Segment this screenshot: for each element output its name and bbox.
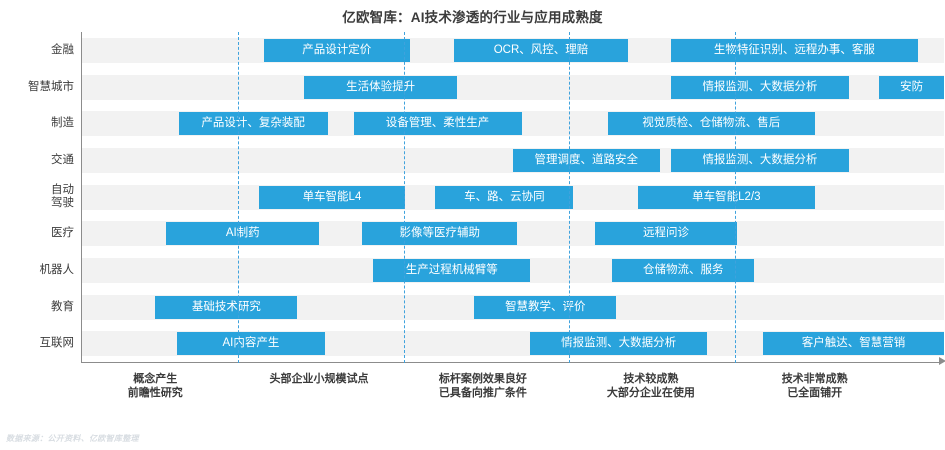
- chart-bar[interactable]: 影像等医疗辅助: [362, 222, 518, 246]
- chart-bar[interactable]: 产品设计、复杂装配: [178, 112, 328, 136]
- chart-bar[interactable]: 基础技术研究: [155, 295, 298, 319]
- chart-bar[interactable]: 设备管理、柔性生产: [353, 112, 522, 136]
- chart-bar[interactable]: 生物特征识别、远程办事、客服: [670, 38, 919, 62]
- y-axis-label-8: 互联网: [39, 337, 75, 350]
- chart-bar[interactable]: 情报监测、大数据分析: [670, 148, 850, 172]
- chart-bar[interactable]: 安防: [879, 75, 944, 99]
- chart-bar[interactable]: 情报监测、大数据分析: [530, 332, 707, 356]
- chart-bar[interactable]: 客户触达、智慧营销: [762, 332, 944, 356]
- gridline-2: [569, 32, 571, 363]
- chart-bar[interactable]: OCR、风控、理赔: [454, 38, 628, 62]
- y-axis-label-6: 机器人: [39, 263, 75, 276]
- gridline-1: [404, 32, 406, 363]
- chart-bar[interactable]: 生产过程机械臂等: [373, 258, 531, 282]
- chart-bar[interactable]: 智慧教学、评价: [474, 295, 617, 319]
- y-axis-label-2: 制造: [51, 117, 74, 130]
- y-axis-label-5: 医疗: [51, 227, 74, 240]
- stage-label-1: 头部企业小规模试点: [269, 373, 369, 385]
- y-axis-label-1: 智慧城市: [28, 80, 74, 93]
- chart-bar[interactable]: 单车智能L2/3: [637, 185, 815, 209]
- y-axis-label-4: 自动驾驶: [51, 184, 74, 209]
- chart-bar[interactable]: 产品设计定价: [263, 38, 410, 62]
- chart-bar[interactable]: 生活体验提升: [304, 75, 457, 99]
- y-axis-label-0: 金融: [51, 43, 74, 56]
- stage-label-2: 标杆案例效果良好 已具备向推广条件: [438, 373, 527, 399]
- chart-title: 亿欧智库：AI技术渗透的行业与应用成熟度: [342, 10, 603, 25]
- chart-bar[interactable]: 管理调度、道路安全: [513, 148, 660, 172]
- x-axis-arrow-icon: [939, 357, 945, 365]
- y-axis-label-3: 交通: [51, 153, 74, 166]
- chart-bar[interactable]: AI内容产生: [176, 332, 326, 356]
- stage-label-4: 技术非常成熟 已全面铺开: [781, 373, 848, 399]
- y-axis-label-7: 教育: [51, 300, 74, 313]
- y-axis-line: [81, 32, 82, 363]
- stage-label-0: 概念产生 前瞻性研究: [127, 373, 183, 399]
- chart-bar[interactable]: 车、路、云协同: [435, 185, 574, 209]
- chart-bar[interactable]: 视觉质检、仓储物流、售后: [607, 112, 815, 136]
- stage-label-3: 技术较成熟 大部分企业在使用: [606, 373, 695, 399]
- chart-bar[interactable]: 仓储物流、服务: [612, 258, 755, 282]
- chart-bar[interactable]: 远程问诊: [594, 222, 738, 246]
- footer-source-note: 数据来源：公开资料、亿欧智库整理: [6, 434, 139, 443]
- gridline-3: [735, 32, 737, 363]
- gridline-0: [238, 32, 240, 363]
- x-axis-line: [81, 362, 941, 363]
- chart-bar[interactable]: AI制药: [166, 222, 320, 246]
- chart-bar[interactable]: 单车智能L4: [258, 185, 406, 209]
- chart-bar[interactable]: 情报监测、大数据分析: [670, 75, 850, 99]
